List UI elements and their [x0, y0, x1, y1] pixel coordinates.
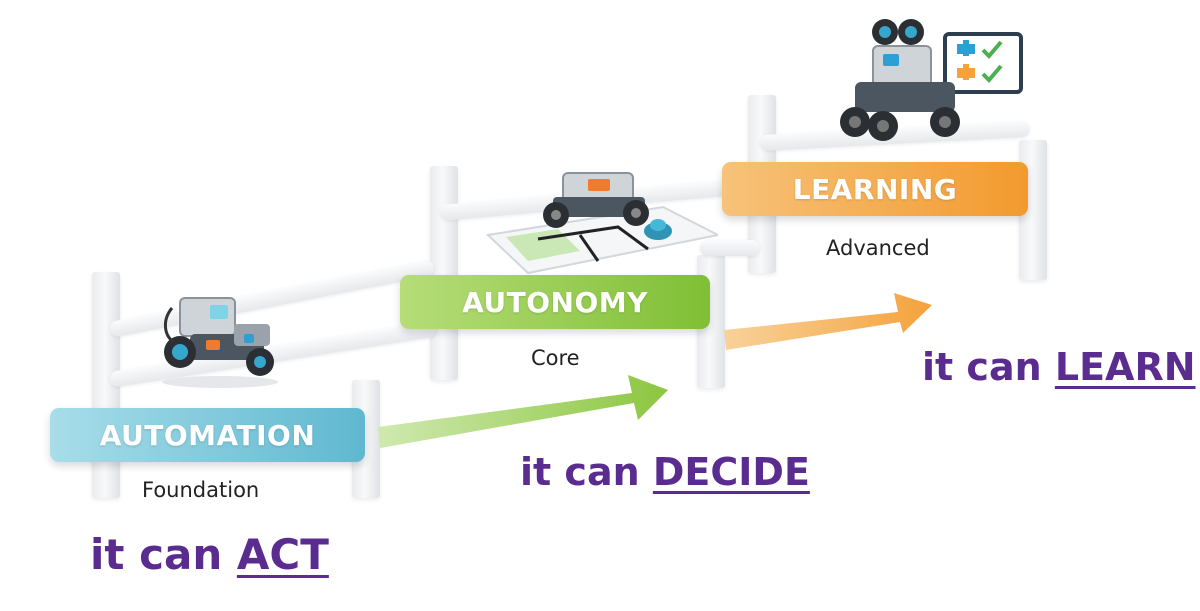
fence-post [430, 166, 458, 380]
caption-prefix: it can [922, 345, 1042, 389]
stage-label-learning: LEARNING [722, 162, 1028, 216]
caption-keyword: LEARN [1054, 345, 1196, 389]
stage-label-autonomy: AUTONOMY [400, 275, 710, 329]
stage-level-core: Core [531, 346, 580, 370]
robot-car-icon [162, 297, 278, 388]
arrow-to-learning [724, 293, 932, 350]
stage-level-advanced: Advanced [826, 236, 930, 260]
robot-car-on-map-icon [485, 172, 718, 275]
robot-with-checklist-icon [840, 19, 1023, 141]
caption-prefix: it can [90, 530, 223, 579]
stage-label-automation: AUTOMATION [50, 408, 365, 462]
arrow-to-autonomy [378, 375, 668, 448]
caption-act: it can ACT [90, 530, 329, 579]
caption-prefix: it can [520, 450, 640, 494]
stage-level-foundation: Foundation [142, 478, 260, 502]
caption-decide: it can DECIDE [520, 450, 810, 494]
caption-learn: it can LEARN [922, 345, 1196, 389]
fence-rail [700, 240, 760, 256]
caption-keyword: ACT [236, 530, 329, 579]
caption-keyword: DECIDE [652, 450, 810, 494]
